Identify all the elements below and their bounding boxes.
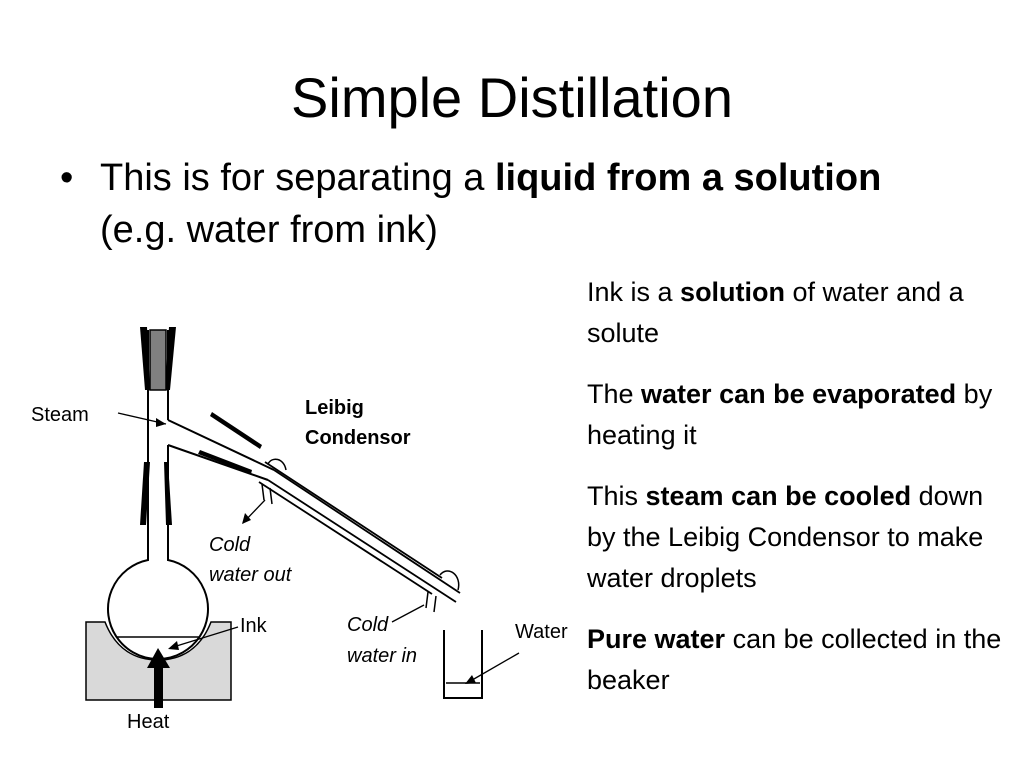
water-pointer	[466, 652, 520, 684]
label-cold-water-out-line1: Cold	[209, 534, 251, 556]
note-paragraph: This steam can be cooled down by the Lei…	[587, 476, 1017, 599]
label-steam: Steam	[31, 404, 89, 426]
bullet-text-part1: This is for separating a	[100, 157, 495, 199]
water-outlet	[267, 458, 287, 471]
label-ink: Ink	[240, 615, 268, 637]
bullet-dot: •	[60, 157, 74, 199]
flask-stopper-right	[164, 462, 172, 525]
water-outlet-stem	[261, 483, 273, 505]
cold-in-pointer	[391, 604, 425, 623]
inner-tube-upper	[273, 469, 461, 594]
note-1-post: of water and a solute	[587, 277, 964, 348]
condenser-stopper-1	[210, 412, 262, 449]
bullet-point: • This is for separating a liquid from a…	[60, 152, 920, 256]
note-2-post: by heating it	[587, 379, 993, 450]
note-3-bold: steam can be cooled	[645, 481, 912, 511]
label-condenser-line1: Leibig	[305, 397, 364, 419]
thermometer-plug	[149, 329, 167, 391]
note-2-pre: The	[587, 379, 642, 409]
inner-tube-lower	[267, 479, 457, 603]
heat-arrow-shaft	[154, 664, 163, 708]
bullet-text: This is for separating a liquid from a s…	[100, 152, 920, 256]
condenser-jacket-upper	[264, 461, 443, 579]
notes-panel: Ink is a solution of water and a solute …	[587, 272, 1017, 721]
label-cold-water-in-line1: Cold	[347, 614, 389, 636]
water-inlet-stem	[425, 591, 437, 613]
water-pointer-head	[465, 675, 476, 684]
note-1-bold: solution	[680, 277, 786, 307]
cold-out-pointer-head	[242, 513, 251, 524]
note-3-pre: This	[587, 481, 646, 511]
label-water: Water	[515, 621, 568, 643]
bullet-text-part2: (e.g. water from ink)	[100, 209, 438, 251]
steam-pointer-head	[156, 418, 166, 427]
round-bottom-flask	[107, 470, 209, 660]
ink-pointer	[169, 626, 239, 649]
side-arm-lower	[167, 444, 269, 481]
note-2-bold: water can be evaporated	[641, 379, 957, 409]
note-3-post: down by the Leibig Condensor to make wat…	[587, 481, 984, 593]
label-heat: Heat	[127, 711, 170, 733]
flask-stopper	[140, 462, 150, 525]
note-paragraph: Pure water can be collected in the beake…	[587, 619, 1017, 701]
label-cold-water-in-line2: water in	[347, 645, 417, 667]
condenser-stopper-2	[198, 450, 252, 474]
heat-arrow-head	[147, 648, 170, 668]
note-4-post: can be collected in the beaker	[587, 624, 1002, 695]
note-paragraph: The water can be evaporated by heating i…	[587, 374, 1017, 456]
water-inlet	[439, 570, 460, 591]
slide-title: Simple Distillation	[291, 66, 733, 129]
note-4-bold: Pure water	[587, 624, 726, 654]
label-cold-water-out-line2: water out	[209, 564, 293, 586]
note-1-pre: Ink is a	[587, 277, 681, 307]
ink-pointer-head	[168, 641, 179, 650]
label-condenser-line2: Condensor	[305, 427, 411, 449]
note-paragraph: Ink is a solution of water and a solute	[587, 272, 1017, 354]
bullet-text-bold: liquid from a solution	[494, 157, 882, 199]
beaker	[443, 630, 483, 699]
condenser-jacket-lower	[258, 481, 433, 595]
side-arm-upper	[167, 419, 275, 471]
top-stopper-right	[165, 327, 176, 390]
top-stopper-left	[140, 327, 150, 390]
